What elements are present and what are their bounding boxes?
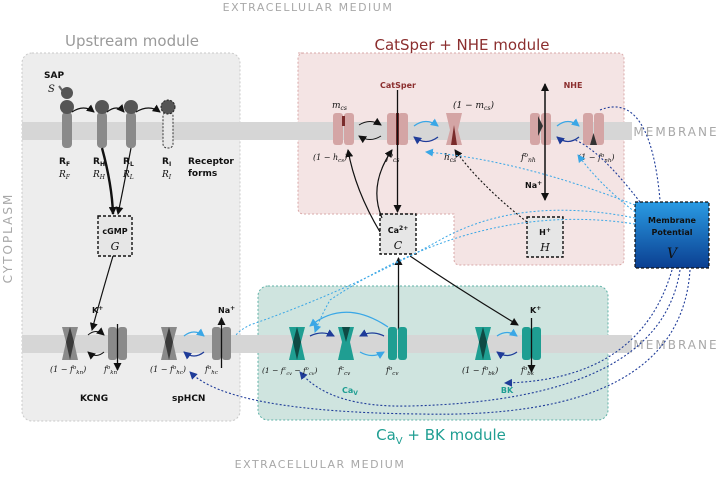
- membrane-potential-symbol: V: [667, 246, 679, 262]
- cgmp-box: [97, 215, 133, 257]
- membrane-label-top: MEMBRANE: [633, 125, 718, 139]
- receptor-forms-label: Receptor: [188, 157, 234, 167]
- membrane-label-bottom: MEMBRANE: [633, 338, 718, 352]
- proton-label: H+: [539, 227, 551, 237]
- sphcn-na-label: Na+: [218, 305, 235, 315]
- catsper-m: mcs: [332, 101, 347, 112]
- cgmp-label: cGMP: [102, 227, 127, 236]
- sphcn-open-fraction: fohc: [204, 365, 218, 376]
- sap-symbol: S: [48, 84, 55, 95]
- receptor-rh: RH RH: [92, 100, 109, 181]
- catsper-h: hcs: [444, 153, 456, 164]
- receptor-ri: RI RI: [160, 99, 176, 181]
- sphcn-closed-fraction: (1 − fohc): [150, 365, 186, 376]
- cav-label: CaV: [342, 386, 358, 397]
- bk-closed-fraction: (1 − fobk): [462, 366, 498, 377]
- membrane-potential-box: [634, 201, 710, 269]
- receptor-ri-symbol: RI: [161, 170, 172, 181]
- sap-ligand: [61, 87, 73, 99]
- nhe-na-label: Na+: [525, 180, 542, 190]
- kcng-closed-fraction: (1 − fokn): [50, 365, 86, 376]
- extracellular-label-top: EXTRACELLULAR MEDIUM: [223, 1, 394, 14]
- catsper-one-minus-h: (1 − hcs): [313, 153, 347, 164]
- catsper-channel-3: [446, 113, 462, 145]
- nhe-channel-closed: [583, 113, 604, 145]
- catsper-one-minus-m: (1 − mcs): [453, 100, 495, 112]
- bk-channel-open: [522, 318, 541, 373]
- bk-k-label: K+: [530, 305, 541, 315]
- nhe-title: NHE: [564, 81, 583, 90]
- nhe-f: fonh: [520, 152, 536, 164]
- receptor-rl-label: RL: [123, 157, 134, 168]
- membrane-potential-label-2: Potential: [651, 228, 692, 237]
- cgmp-symbol: G: [111, 240, 120, 253]
- kcng-open-fraction: fokn: [103, 365, 118, 376]
- cav-bk-module-title: CaV + BK module: [376, 426, 506, 447]
- proton-symbol: H: [539, 241, 550, 254]
- receptor-rh-label: RH: [93, 157, 105, 168]
- kcng-channel-open: [108, 324, 127, 371]
- receptor-forms-label-2: forms: [188, 169, 217, 179]
- receptor-rh-symbol: RH: [92, 170, 106, 181]
- sphcn-channel-closed: [161, 327, 177, 360]
- sphcn-label: spHCN: [172, 394, 205, 404]
- cav-channel-closed: [289, 327, 305, 360]
- bk-channel-closed: [475, 327, 491, 360]
- kcng-channel-closed: [62, 327, 78, 360]
- kcng-k-label: K+: [92, 305, 103, 315]
- calcium-box: [379, 213, 417, 255]
- receptor-rf-symbol: RF: [58, 170, 71, 181]
- kcng-label: KCNG: [80, 394, 108, 404]
- catsper-nhe-module-title: CatSper + NHE module: [374, 36, 549, 54]
- nhe-closed: (1 − fonh): [578, 153, 615, 164]
- cav-closed-fraction: (1 − fccv − focv): [262, 366, 317, 377]
- sphcn-channel-open: [212, 317, 231, 368]
- sap-label: SAP: [44, 71, 64, 81]
- catsper-channel-1: [333, 113, 354, 145]
- cav-channel-open: [388, 327, 407, 360]
- nhe-channel-open: [530, 113, 551, 145]
- proton-box: [526, 216, 564, 258]
- membrane-potential-label: Membrane: [648, 216, 696, 225]
- extracellular-label-bottom: EXTRACELLULAR MEDIUM: [235, 458, 406, 471]
- cav-channel-inactivated: [338, 327, 354, 360]
- receptor-rf-label: RF: [59, 157, 70, 168]
- cytoplasm-label: CYTOPLASM: [1, 193, 15, 284]
- cav-open-fraction: focv: [385, 366, 399, 377]
- calcium-symbol: C: [394, 239, 403, 252]
- membrane-top: [22, 122, 632, 140]
- bk-open-fraction: fobk: [520, 366, 535, 377]
- receptor-rf: RF RF: [58, 100, 74, 181]
- bk-label: BK: [501, 386, 514, 395]
- cav-inact-fraction: fccv: [337, 366, 351, 377]
- receptor-ri-label: RI: [162, 157, 171, 168]
- catsper-title: CatSper: [380, 81, 416, 90]
- upstream-module-title: Upstream module: [65, 32, 199, 50]
- calcium-label: Ca2+: [388, 225, 408, 235]
